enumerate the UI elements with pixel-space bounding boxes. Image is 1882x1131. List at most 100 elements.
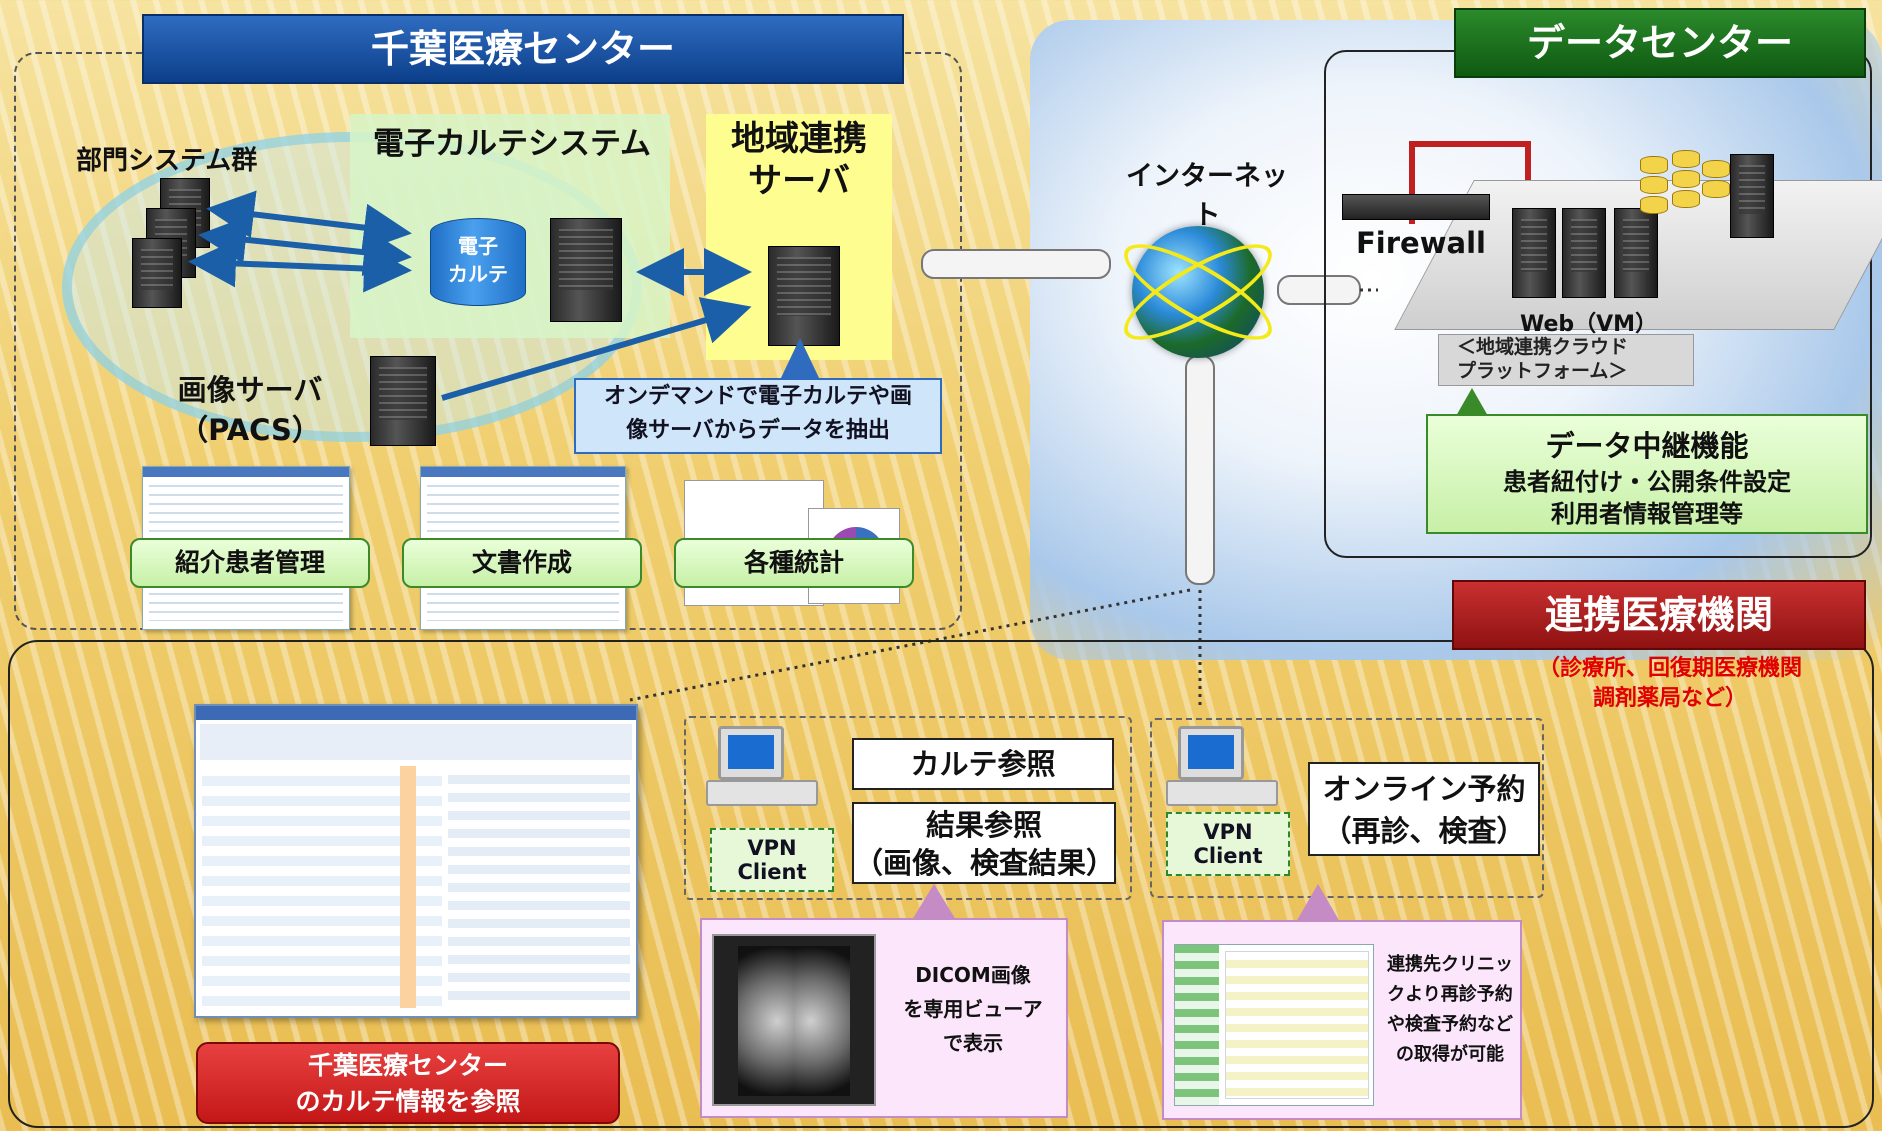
- chiba-title: 千葉医療センター: [142, 14, 904, 84]
- clinic-callout-tail: [1296, 884, 1340, 922]
- clinic-line3: や検査予約など: [1387, 1014, 1513, 1035]
- partner-title: 連携医療機関: [1452, 580, 1866, 650]
- relay-line3: 利用者情報管理等: [1551, 500, 1743, 528]
- regional-server-label: 地域連携 サーバ: [706, 118, 892, 202]
- vpn-client-right: VPN Client: [1166, 812, 1290, 876]
- image-server-line2: （PACS）: [179, 413, 321, 447]
- view-karte-line1: 千葉医療センター: [307, 1051, 508, 1080]
- booking-screenshot: [1174, 944, 1374, 1106]
- clinic-line4: の取得が可能: [1396, 1044, 1504, 1065]
- dicom-callout-tail: [912, 884, 956, 920]
- disk-icon: [1702, 180, 1730, 198]
- storage-disk-icons: [1640, 150, 1730, 230]
- disk-icon: [1640, 156, 1668, 174]
- regional-server-icon: [768, 246, 840, 346]
- disk-icon: [1702, 160, 1730, 178]
- vpn-right-line2: Client: [1193, 844, 1263, 868]
- online-booking-line2: （再診、検査）: [1322, 814, 1526, 848]
- emr-screenshot-side: [448, 766, 630, 1008]
- globe-icon: [1132, 226, 1264, 358]
- document-button[interactable]: 文書作成: [402, 538, 642, 588]
- online-booking-button[interactable]: オンライン予約 （再診、検査）: [1308, 762, 1540, 856]
- dept-systems-label: 部門システム群: [76, 146, 258, 176]
- platform-line1: ＜地域連携クラウド: [1457, 336, 1629, 358]
- computer-base-right: [1166, 780, 1278, 806]
- ondemand-callout-tail: [780, 338, 820, 380]
- storage-server-icon: [1730, 154, 1774, 238]
- web-vm-server-icon-2: [1562, 208, 1606, 298]
- emr-db-line2: カルテ: [448, 262, 508, 286]
- emr-server-icon: [550, 218, 622, 322]
- relay-callout-tail: [1456, 388, 1488, 416]
- relay-title: データ中継機能: [1545, 429, 1749, 463]
- patient-mgmt-button[interactable]: 紹介患者管理: [130, 538, 370, 588]
- result-ref-line2: （画像、検査結果）: [854, 846, 1116, 880]
- dicom-line3: で表示: [943, 1031, 1003, 1055]
- xray-image: [738, 946, 850, 1096]
- ondemand-line2: 像サーバからデータを抽出: [626, 418, 890, 443]
- emr-screenshot-orange-column: [400, 766, 416, 1008]
- disk-icon: [1672, 170, 1700, 188]
- result-reference-button[interactable]: 結果参照 （画像、検査結果）: [852, 802, 1116, 884]
- datacenter-title: データセンター: [1454, 8, 1866, 78]
- dicom-line2: を専用ビューア: [903, 997, 1043, 1021]
- xray-viewer-screenshot: [712, 934, 876, 1106]
- emr-system-label: 電子カルテシステム: [372, 126, 652, 162]
- online-booking-line1: オンライン予約: [1322, 772, 1526, 806]
- firewall-device-icon: [1342, 194, 1490, 220]
- emr-screenshot-titlebar: [196, 706, 636, 720]
- ondemand-callout: オンデマンドで電子カルテや画 像サーバからデータを抽出: [574, 378, 942, 454]
- emr-database-label: 電子 カルテ: [430, 232, 526, 288]
- computer-icon-right: [1178, 726, 1244, 780]
- dicom-line1: DICOM画像: [915, 963, 1031, 987]
- partner-panel: [8, 640, 1874, 1128]
- regional-server-line2: サーバ: [748, 161, 850, 201]
- image-server-label: 画像サーバ （PACS）: [150, 370, 350, 450]
- partner-subtitle-line2: 調剤薬局など）: [1592, 686, 1747, 711]
- emr-screenshot-header: [200, 724, 632, 760]
- client-group-left: [684, 716, 1132, 900]
- view-karte-line2: のカルテ情報を参照: [295, 1087, 521, 1116]
- disk-icon: [1672, 190, 1700, 208]
- relay-line2: 患者紐付け・公開条件設定: [1503, 468, 1791, 496]
- vpn-left-line1: VPN: [747, 836, 797, 860]
- regional-server-line1: 地域連携: [731, 119, 867, 159]
- data-relay-box: データ中継機能 患者紐付け・公開条件設定 利用者情報管理等: [1426, 414, 1868, 534]
- pacs-server-icon: [370, 356, 436, 446]
- disk-icon: [1672, 150, 1700, 168]
- clinic-line2: クより再診予約: [1387, 984, 1513, 1005]
- clinic-note: 連携先クリニッ クより再診予約 や検査予約など の取得が可能: [1380, 950, 1520, 1070]
- platform-line2: プラットフォーム＞: [1457, 360, 1628, 382]
- vpn-left-line2: Client: [737, 860, 807, 884]
- dept-server-icon-3: [132, 238, 182, 308]
- emr-database-icon: [430, 218, 526, 306]
- disk-icon: [1640, 176, 1668, 194]
- karte-reference-button[interactable]: カルテ参照: [852, 738, 1114, 790]
- vpn-client-left: VPN Client: [710, 828, 834, 892]
- disk-icon: [1640, 196, 1668, 214]
- booking-screenshot-sidebar: [1175, 945, 1219, 1105]
- platform-label-box: ＜地域連携クラウド プラットフォーム＞: [1438, 334, 1694, 386]
- statistics-button[interactable]: 各種統計: [674, 538, 914, 588]
- web-vm-server-icon-3: [1614, 208, 1658, 298]
- web-vm-label: Web（VM）: [1520, 312, 1658, 337]
- vpn-right-line1: VPN: [1203, 820, 1253, 844]
- dicom-note: DICOM画像 を専用ビューア で表示: [888, 958, 1058, 1060]
- view-karte-button[interactable]: 千葉医療センター のカルテ情報を参照: [196, 1042, 620, 1124]
- web-vm-server-icon-1: [1512, 208, 1556, 298]
- booking-screenshot-main: [1225, 951, 1369, 1099]
- computer-icon-left: [718, 726, 784, 780]
- emr-screenshot: [194, 704, 638, 1018]
- partner-subtitle-line1: （診療所、回復期医療機関: [1537, 656, 1802, 681]
- internet-label: インターネット: [1126, 161, 1288, 231]
- firewall-label: Firewall: [1356, 226, 1486, 260]
- ondemand-line1: オンデマンドで電子カルテや画: [603, 384, 912, 409]
- emr-db-line1: 電子: [458, 234, 498, 258]
- clinic-line1: 連携先クリニッ: [1387, 954, 1513, 975]
- computer-base-left: [706, 780, 818, 806]
- client-group-right: [1150, 718, 1544, 898]
- result-ref-line1: 結果参照: [925, 808, 1042, 842]
- partner-subtitle: （診療所、回復期医療機関 調剤薬局など）: [1470, 654, 1870, 714]
- image-server-line1: 画像サーバ: [177, 373, 323, 407]
